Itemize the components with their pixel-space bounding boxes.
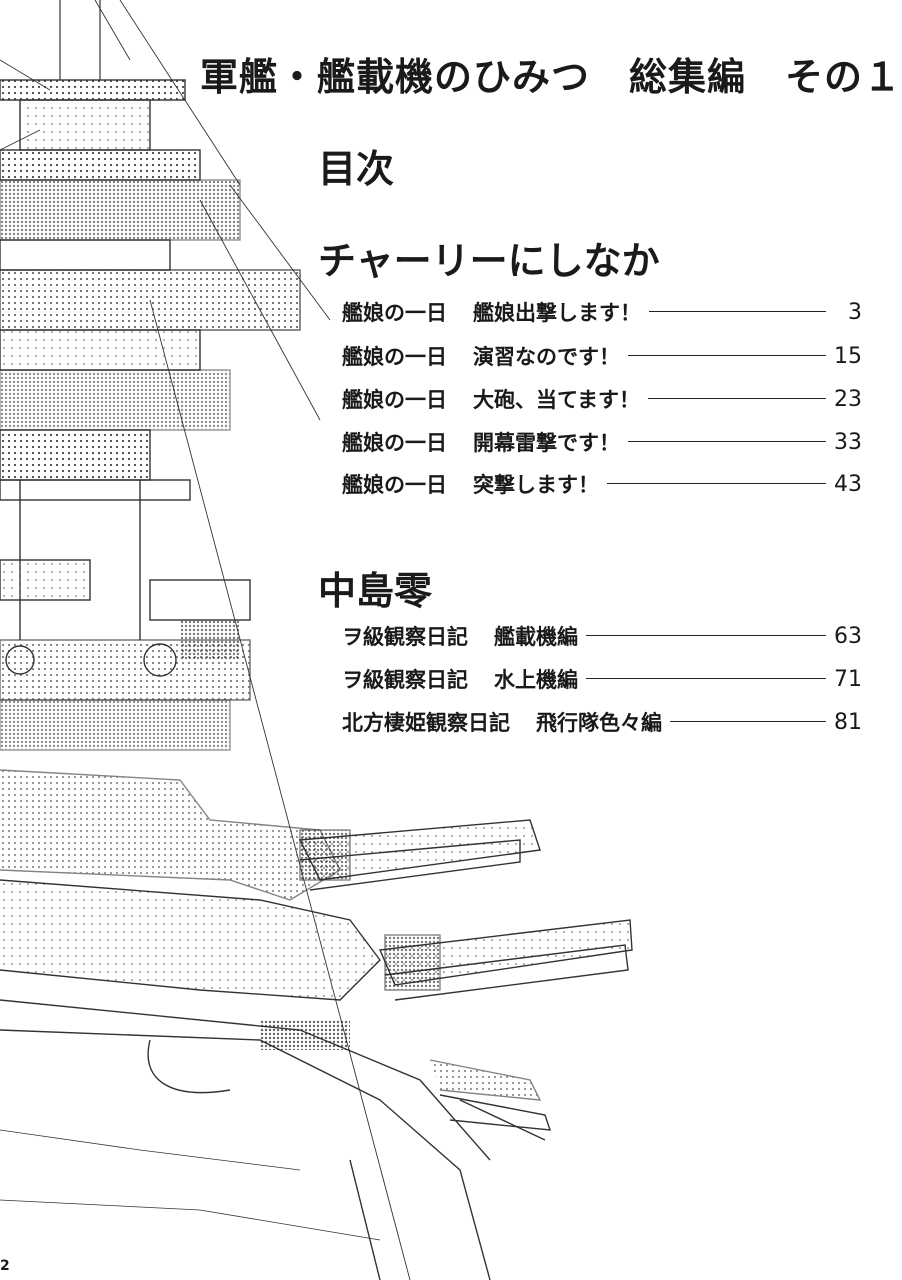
- entry-series: ヲ級観察日記: [342, 668, 468, 692]
- toc-entry[interactable]: 艦娘の一日 演習なのです！ 15: [342, 340, 862, 372]
- entry-series: 艦娘の一日: [342, 473, 447, 497]
- entry-page: 43: [834, 471, 862, 497]
- entry-series: 艦娘の一日: [342, 345, 447, 369]
- toc-entry[interactable]: 艦娘の一日 大砲、当てます！ 23: [342, 383, 862, 415]
- section-author-2: 中島零: [318, 569, 433, 613]
- toc-entry[interactable]: ヲ級観察日記 艦載機編 63: [342, 620, 862, 652]
- leader-line: [586, 634, 826, 636]
- entry-title: 飛行隊色々編: [536, 711, 662, 735]
- leader-line: [628, 440, 826, 442]
- leader-line: [670, 720, 826, 722]
- entry-page: 15: [834, 343, 862, 369]
- entry-title: 艦載機編: [494, 625, 578, 649]
- entry-title: 突撃します！: [473, 473, 599, 497]
- leader-line: [647, 397, 826, 399]
- toc-entry[interactable]: ヲ級観察日記 水上機編 71: [342, 663, 862, 695]
- toc-entry[interactable]: 艦娘の一日 開幕雷撃です！ 33: [342, 426, 862, 458]
- entry-series: 艦娘の一日: [342, 301, 447, 325]
- entry-title: 開幕雷撃です！: [473, 431, 620, 455]
- entry-page: 71: [834, 666, 862, 692]
- entry-page: 33: [834, 429, 862, 455]
- entry-page: 3: [848, 299, 862, 325]
- book-title: 軍艦・艦載機のひみつ 総集編 その１: [200, 55, 902, 99]
- leader-line: [586, 677, 826, 679]
- toc-entry[interactable]: 艦娘の一日 突撃します！ 43: [342, 468, 862, 500]
- page-number: 2: [0, 1258, 10, 1274]
- leader-line: [607, 482, 826, 484]
- toc-heading: 目次: [318, 147, 395, 191]
- entry-page: 63: [834, 623, 862, 649]
- leader-line: [628, 354, 826, 356]
- entry-page: 81: [834, 709, 862, 735]
- entry-series: 艦娘の一日: [342, 388, 447, 412]
- entry-title: 大砲、当てます！: [473, 388, 640, 412]
- toc-entry[interactable]: 北方棲姫観察日記 飛行隊色々編 81: [342, 706, 862, 738]
- entry-title: 艦娘出撃します！: [473, 301, 641, 325]
- entry-title: 水上機編: [494, 668, 578, 692]
- leader-line: [649, 310, 826, 312]
- toc-entry[interactable]: 艦娘の一日 艦娘出撃します！ 3: [342, 296, 862, 328]
- entry-series: 北方棲姫観察日記: [342, 711, 510, 735]
- entry-page: 23: [834, 386, 862, 412]
- entry-title: 演習なのです！: [473, 345, 620, 369]
- entry-series: 艦娘の一日: [342, 431, 447, 455]
- entry-series: ヲ級観察日記: [342, 625, 468, 649]
- section-author-1: チャーリーにしなか: [318, 239, 660, 283]
